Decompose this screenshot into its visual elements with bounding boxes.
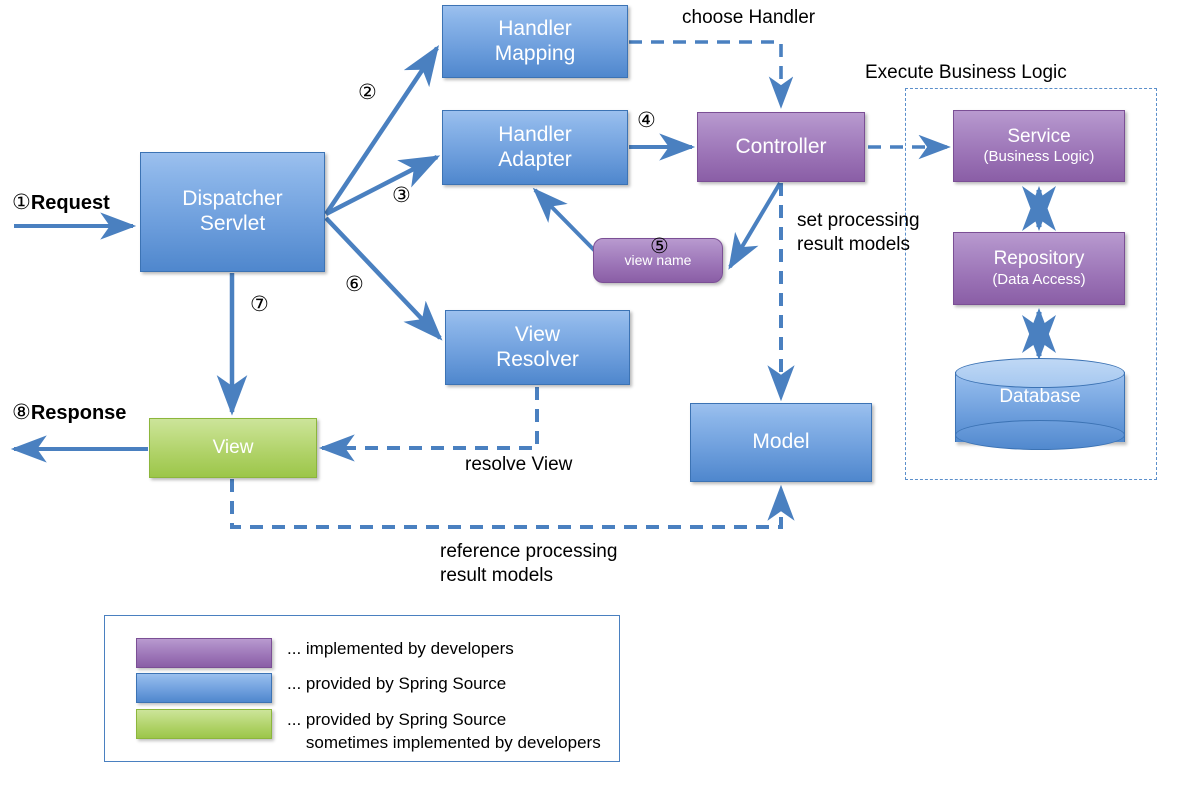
node-view-line1: View bbox=[212, 436, 254, 458]
node-dispatcher-servlet-line2: Servlet bbox=[199, 212, 266, 235]
node-handler-adapter-line1: Handler bbox=[498, 122, 572, 146]
node-repository-sublabel: (Data Access) bbox=[992, 270, 1086, 288]
arrow-reference-processing-result-models bbox=[230, 479, 795, 529]
step-5-circle-number: ⑤ bbox=[650, 235, 669, 258]
legend-row: ... implemented by developers bbox=[136, 638, 514, 668]
legend-swatch-green bbox=[136, 709, 272, 739]
node-handler-mapping[interactable]: Handler Mapping bbox=[442, 5, 628, 78]
annotation-resolve-view: resolve View bbox=[465, 454, 573, 475]
step-8-circle-number: ⑧ bbox=[12, 401, 31, 424]
node-repository-line1: Repository bbox=[993, 248, 1085, 270]
node-controller[interactable]: Controller bbox=[697, 112, 865, 182]
step-4-circle-number: ④ bbox=[637, 109, 656, 132]
node-handler-adapter-line2: Adapter bbox=[498, 147, 572, 171]
arrow-resolve-view bbox=[318, 387, 539, 462]
step-7-circle-number: ⑦ bbox=[250, 293, 269, 316]
node-view[interactable]: View bbox=[149, 418, 317, 478]
node-model-line1: Model bbox=[752, 430, 810, 454]
node-controller-line1: Controller bbox=[735, 134, 827, 158]
arrow-view-name-to-handler-adapter bbox=[532, 187, 598, 254]
node-service[interactable]: Service (Business Logic) bbox=[953, 110, 1125, 182]
arrow-step6-dispatcher-to-view-resolver bbox=[324, 216, 443, 341]
node-view-resolver-line2: Resolver bbox=[496, 347, 579, 371]
arrow-step5-controller-to-view-name bbox=[728, 181, 782, 270]
step-3-circle-number: ③ bbox=[392, 184, 411, 207]
node-handler-mapping-line1: Handler bbox=[498, 16, 572, 40]
legend-label-implemented-by-developers: ... implemented by developers bbox=[287, 639, 514, 658]
node-dispatcher-servlet[interactable]: Dispatcher Servlet bbox=[140, 152, 325, 272]
arrow-choose-handler bbox=[629, 40, 794, 109]
node-database[interactable]: Database bbox=[955, 358, 1125, 450]
step-6-circle-number: ⑥ bbox=[345, 273, 364, 296]
step-1-circle-number: ① bbox=[12, 191, 31, 214]
legend-label-provided-by-spring-source: ... provided by Spring Source bbox=[287, 674, 507, 693]
step-1-text: Request bbox=[30, 192, 110, 214]
database-cylinder-top bbox=[955, 358, 1125, 388]
business-logic-group-title: Execute Business Logic bbox=[865, 62, 1067, 83]
node-database-label: Database bbox=[999, 386, 1081, 407]
node-service-sublabel: (Business Logic) bbox=[983, 148, 1095, 166]
node-repository[interactable]: Repository (Data Access) bbox=[953, 232, 1125, 305]
step-label-request: ①Request bbox=[12, 190, 110, 215]
legend: ... implemented by developers ... provid… bbox=[104, 615, 620, 762]
node-dispatcher-servlet-line1: Dispatcher bbox=[182, 187, 283, 211]
business-logic-group-frame bbox=[905, 88, 1157, 480]
step-2-circle-number: ② bbox=[358, 81, 377, 104]
legend-row: ... provided by Spring Source sometimes … bbox=[136, 709, 601, 755]
annotation-set-processing-result-models: set processing result models bbox=[797, 210, 920, 255]
node-service-line1: Service bbox=[1007, 125, 1071, 147]
annotation-reference-processing-result-models: reference processing result models bbox=[440, 541, 618, 586]
arrow-step2-dispatcher-to-handler-mapping bbox=[324, 45, 440, 216]
step-label-response: ⑧Response bbox=[12, 400, 126, 425]
node-view-resolver-line1: View bbox=[514, 322, 561, 346]
step-8-text: Response bbox=[30, 402, 127, 424]
legend-swatch-blue bbox=[136, 673, 272, 703]
database-cylinder-bottom bbox=[955, 420, 1125, 450]
node-model[interactable]: Model bbox=[690, 403, 872, 482]
arrow-step3-dispatcher-to-handler-adapter bbox=[324, 154, 441, 217]
node-view-resolver[interactable]: View Resolver bbox=[445, 310, 630, 385]
annotation-choose-handler: choose Handler bbox=[682, 7, 816, 28]
node-handler-adapter[interactable]: Handler Adapter bbox=[442, 110, 628, 185]
node-view-name[interactable]: view name bbox=[593, 238, 723, 283]
legend-label-provided-and-sometimes-implemented: ... provided by Spring Source sometimes … bbox=[287, 710, 601, 752]
node-handler-mapping-line2: Mapping bbox=[494, 41, 576, 65]
legend-row: ... provided by Spring Source bbox=[136, 673, 506, 703]
legend-swatch-purple bbox=[136, 638, 272, 668]
node-view-name-line1: view name bbox=[624, 252, 692, 269]
